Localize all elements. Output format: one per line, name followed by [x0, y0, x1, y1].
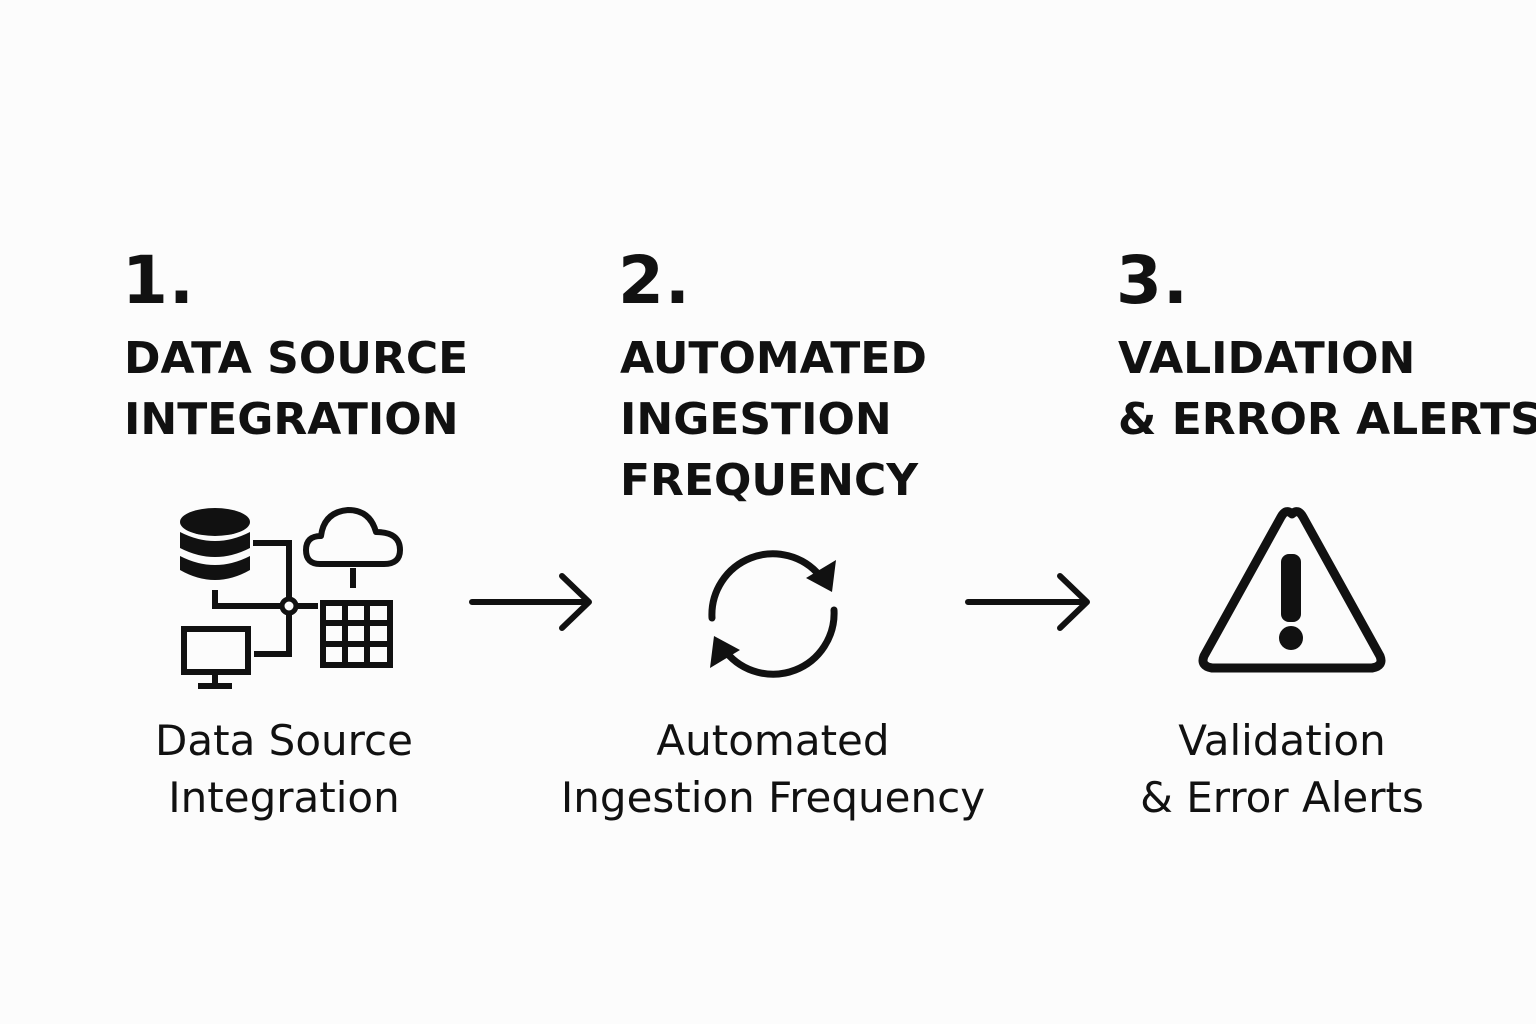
refresh-cycle-icon — [708, 550, 838, 678]
step-2-title-line-3: FREQUENCY — [620, 455, 919, 506]
step-1-caption-line-1: Data Source — [155, 716, 413, 765]
step-1-title-line-1: DATA SOURCE — [124, 333, 469, 384]
warning-triangle-icon — [1198, 507, 1386, 673]
step-1-caption-line-2: Integration — [168, 773, 400, 822]
spreadsheet-grid-icon — [320, 600, 393, 668]
step-2-caption-line-2: Ingestion Frequency — [560, 773, 986, 822]
database-icon — [180, 508, 250, 580]
step-2-caption-line-1: Automated — [656, 716, 890, 765]
monitor-icon — [181, 626, 251, 689]
right-arrow-icon — [469, 573, 592, 631]
step-3-title-line-1: VALIDATION — [1118, 333, 1416, 384]
right-arrow-icon — [965, 573, 1090, 631]
step-3-title-line-2: & ERROR ALERTS — [1118, 394, 1536, 445]
step-1-number: 1. — [122, 242, 195, 319]
step-2-number: 2. — [618, 242, 691, 319]
step-2-title-line-1: AUTOMATED — [620, 333, 927, 384]
step-2-title: AUTOMATED INGESTION FREQUENCY — [620, 328, 927, 511]
step-1-caption: Data Source Integration — [134, 712, 434, 826]
cloud-icon — [303, 507, 403, 567]
step-3-caption-line-1: Validation — [1178, 716, 1386, 765]
step-3-number: 3. — [1116, 242, 1189, 319]
exclamation-dot — [1279, 626, 1303, 650]
data-sources-network-icon — [180, 507, 403, 689]
step-1-title: DATA SOURCE INTEGRATION — [124, 328, 468, 450]
step-3-title: VALIDATION & ERROR ALERTS — [1118, 328, 1536, 450]
step-3-caption: Validation & Error Alerts — [1132, 712, 1432, 826]
step-3-caption-line-2: & Error Alerts — [1140, 773, 1424, 822]
exclamation-bar — [1281, 554, 1301, 622]
step-2-title-line-2: INGESTION — [620, 394, 892, 445]
step-1-title-line-2: INTEGRATION — [124, 394, 459, 445]
step-2-caption: Automated Ingestion Frequency — [560, 712, 986, 826]
